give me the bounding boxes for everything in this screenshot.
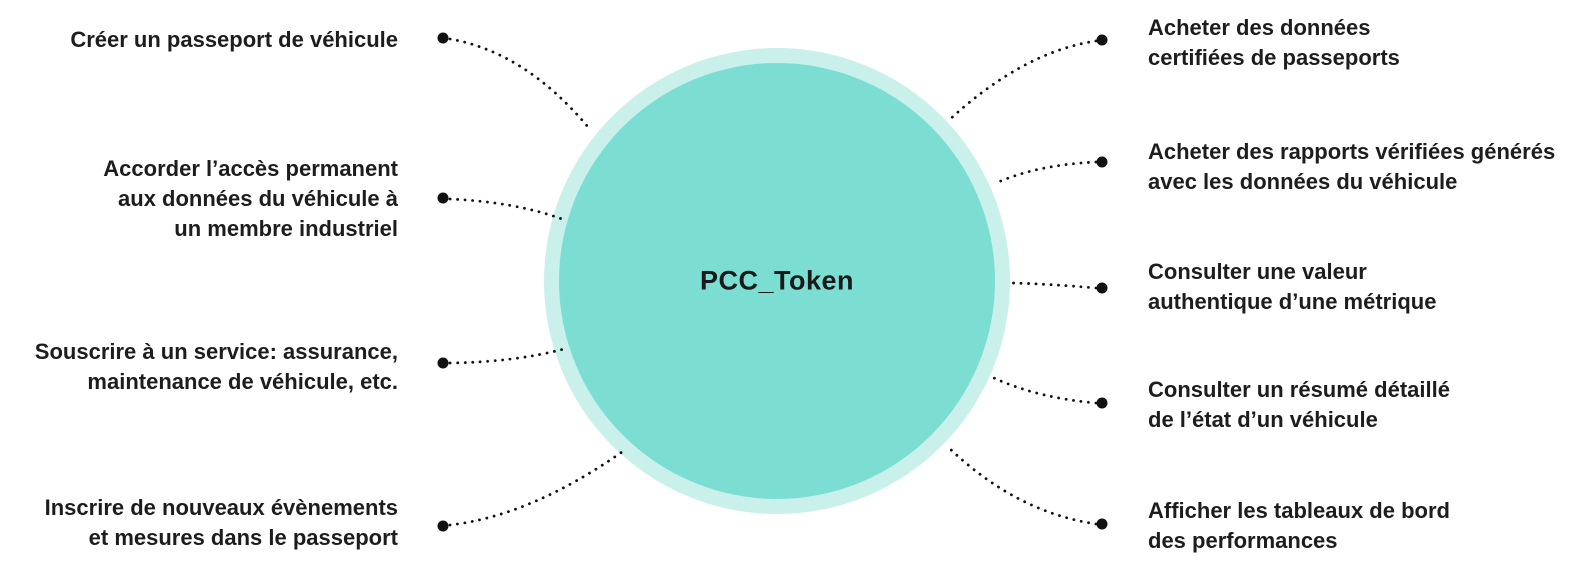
connector-dot xyxy=(437,32,449,44)
connector-line xyxy=(448,347,566,365)
connector-dot xyxy=(437,192,449,204)
connector-dot xyxy=(1096,397,1108,409)
right-label-buy-certified-data: Acheter des données certifiées de passep… xyxy=(1148,15,1400,70)
center-circle xyxy=(559,63,995,499)
left-label-create-passport: Créer un passeport de véhicule xyxy=(70,27,398,52)
connector-dot xyxy=(1096,282,1108,294)
right-label-show-dashboards: Afficher les tableaux de bord des perfor… xyxy=(1148,498,1450,553)
connector-dot xyxy=(1096,156,1108,168)
connector-dot xyxy=(1096,34,1108,46)
center-token-label: PCC_Token xyxy=(699,265,855,296)
left-label-grant-access: Accorder l’accès permanent aux données d… xyxy=(103,156,398,241)
right-label-view-detailed-summary: Consulter un résumé détaillé de l’état d… xyxy=(1148,377,1450,432)
connector-line xyxy=(448,450,624,527)
right-label-buy-verified-reports: Acheter des rapports vérifiées générés a… xyxy=(1148,139,1556,194)
connector-dot xyxy=(437,520,449,532)
connector-line xyxy=(448,197,564,221)
connector-line xyxy=(992,160,1098,186)
right-label-view-authentic-value: Consulter une valeur authentique d’une m… xyxy=(1148,259,1437,314)
connector-line xyxy=(945,39,1098,124)
connector-line xyxy=(1010,281,1098,290)
left-label-record-events: Inscrire de nouveaux évènements et mesur… xyxy=(44,495,398,550)
connector-dot xyxy=(437,357,449,369)
connector-line xyxy=(945,444,1098,526)
left-label-subscribe-service: Souscrire à un service: assurance, maint… xyxy=(34,339,398,394)
connector-line xyxy=(448,37,590,129)
connector-line xyxy=(992,376,1098,405)
connector-dot xyxy=(1096,518,1108,530)
